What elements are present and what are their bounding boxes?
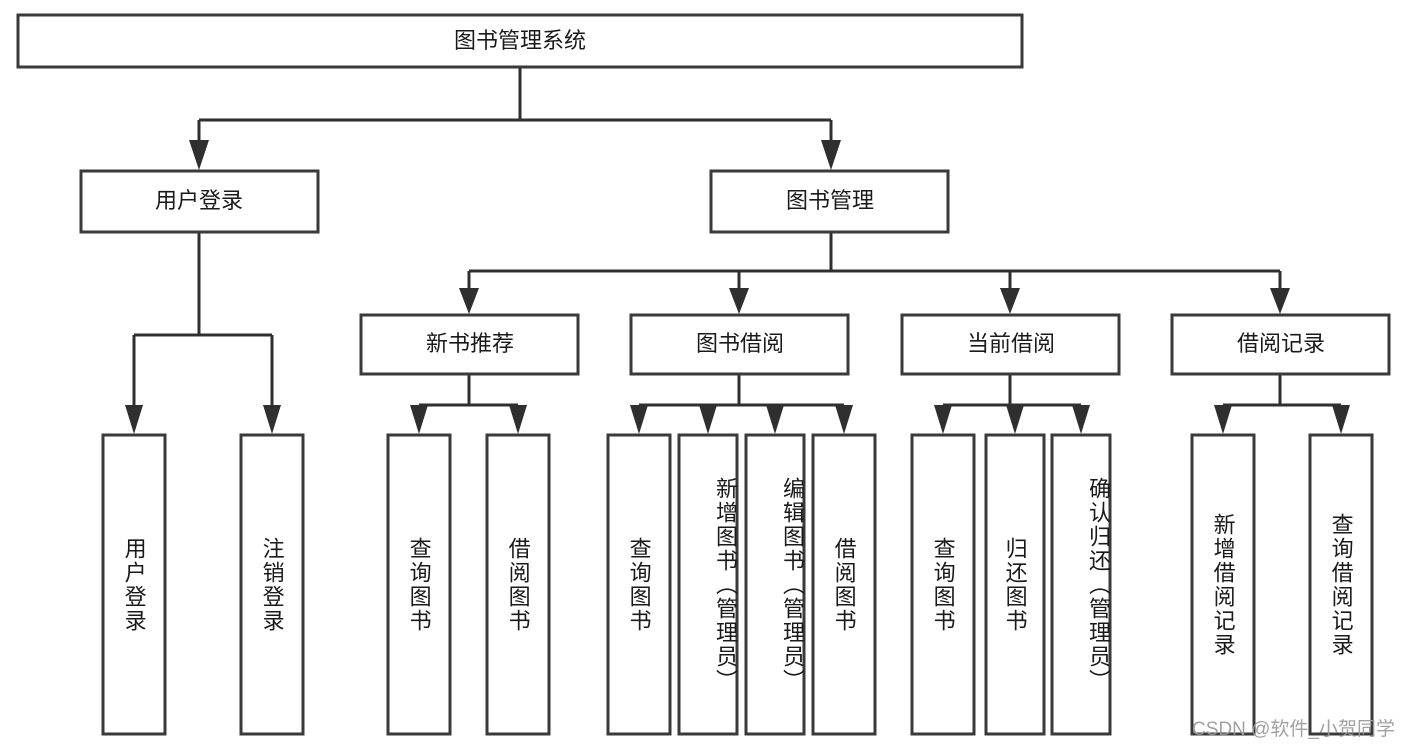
arrow-head-leaf-add-book xyxy=(699,405,717,434)
arrow-head-to-book-manage xyxy=(821,140,841,170)
arrow-head-leaf-query-book-1 xyxy=(410,405,428,434)
node-book-manage-box[interactable] xyxy=(709,169,950,234)
leaf-box-user-login[interactable] xyxy=(101,433,167,736)
arrow-head-leaf-query-book-2 xyxy=(630,405,648,434)
arrow-head-leaf-confirm-return xyxy=(1072,405,1090,434)
node-current-borrow-box[interactable] xyxy=(900,313,1121,376)
node-borrow-record-box[interactable] xyxy=(1170,313,1391,376)
node-book-borrow-label: 图书借阅 xyxy=(696,331,784,356)
node-book-manage-label: 图书管理 xyxy=(786,188,874,213)
arrow-head-leaf-borrow-book-1 xyxy=(509,405,527,434)
arrow-head-to-user-login xyxy=(189,140,209,170)
node-user-login[interactable]: 用户登录 xyxy=(79,169,320,234)
node-new-book-recommend-box[interactable] xyxy=(359,313,580,376)
arrow-head-to-book-borrow xyxy=(729,288,749,314)
arrow-head-to-new-book-rec xyxy=(459,288,479,314)
arrow-head-to-current-borrow xyxy=(1000,288,1020,314)
arrow-head-leaf-borrow-book-2 xyxy=(835,405,853,434)
node-borrow-record[interactable]: 借阅记录 xyxy=(1170,313,1391,376)
node-book-manage[interactable]: 图书管理 xyxy=(709,169,950,234)
leaf-box-confirm-return[interactable] xyxy=(1050,433,1112,736)
leaf-box-query-record[interactable] xyxy=(1308,433,1374,736)
arrow-head-leaf-edit-book xyxy=(766,405,784,434)
node-new-book-recommend[interactable]: 新书推荐 xyxy=(359,313,580,376)
node-book-borrow-box[interactable] xyxy=(629,313,850,376)
leaf-box-add-record[interactable] xyxy=(1190,433,1256,736)
node-user-login-label: 用户登录 xyxy=(155,188,243,213)
csdn-watermark: CSDN @软件_小贺同学 xyxy=(1192,719,1395,740)
arrow-head-leaf-query-record xyxy=(1332,405,1350,434)
node-root[interactable]: 图书管理系统 xyxy=(16,13,1024,69)
connectors-borrowrecord-to-leaves xyxy=(1214,374,1350,434)
leaf-box-query-book-3[interactable] xyxy=(910,433,976,736)
arrow-head-leaf-add-record xyxy=(1214,405,1232,434)
node-book-borrow[interactable]: 图书借阅 xyxy=(629,313,850,376)
leaf-box-query-book-1[interactable] xyxy=(386,433,452,736)
connectors-book-manage-to-level3 xyxy=(459,232,1290,314)
leaf-box-borrow-book-1[interactable] xyxy=(485,433,551,736)
connectors-newbook-to-leaves xyxy=(410,374,527,434)
arrow-head-leaf-query-book-3 xyxy=(934,405,952,434)
leaf-box-query-book-2[interactable] xyxy=(606,433,672,736)
node-current-borrow[interactable]: 当前借阅 xyxy=(900,313,1121,376)
connectors-user-login-to-leaves xyxy=(125,232,281,434)
leaf-box-return-book[interactable] xyxy=(984,433,1046,736)
leaf-box-logout[interactable] xyxy=(239,433,305,736)
node-root-box[interactable] xyxy=(16,13,1024,69)
node-new-book-recommend-label: 新书推荐 xyxy=(426,331,514,356)
node-current-borrow-label: 当前借阅 xyxy=(967,331,1055,356)
arrow-head-leaf-logout xyxy=(263,405,281,434)
leaf-box-borrow-book-2[interactable] xyxy=(811,433,877,736)
connectors-root-to-level2 xyxy=(189,67,841,170)
connectors-currentborrow-to-leaves xyxy=(934,374,1090,434)
leaf-box-add-book[interactable] xyxy=(677,433,739,736)
arrow-head-to-borrow-record xyxy=(1270,288,1290,314)
node-borrow-record-label: 借阅记录 xyxy=(1237,331,1325,356)
arrow-head-leaf-user-login xyxy=(125,405,143,434)
node-root-label: 图书管理系统 xyxy=(454,28,586,53)
connectors-bookborrow-to-leaves xyxy=(630,374,853,434)
leaf-boxes xyxy=(101,433,1374,736)
arrow-head-leaf-return-book xyxy=(1006,405,1024,434)
node-user-login-box[interactable] xyxy=(79,169,320,234)
leaf-box-edit-book[interactable] xyxy=(744,433,806,736)
